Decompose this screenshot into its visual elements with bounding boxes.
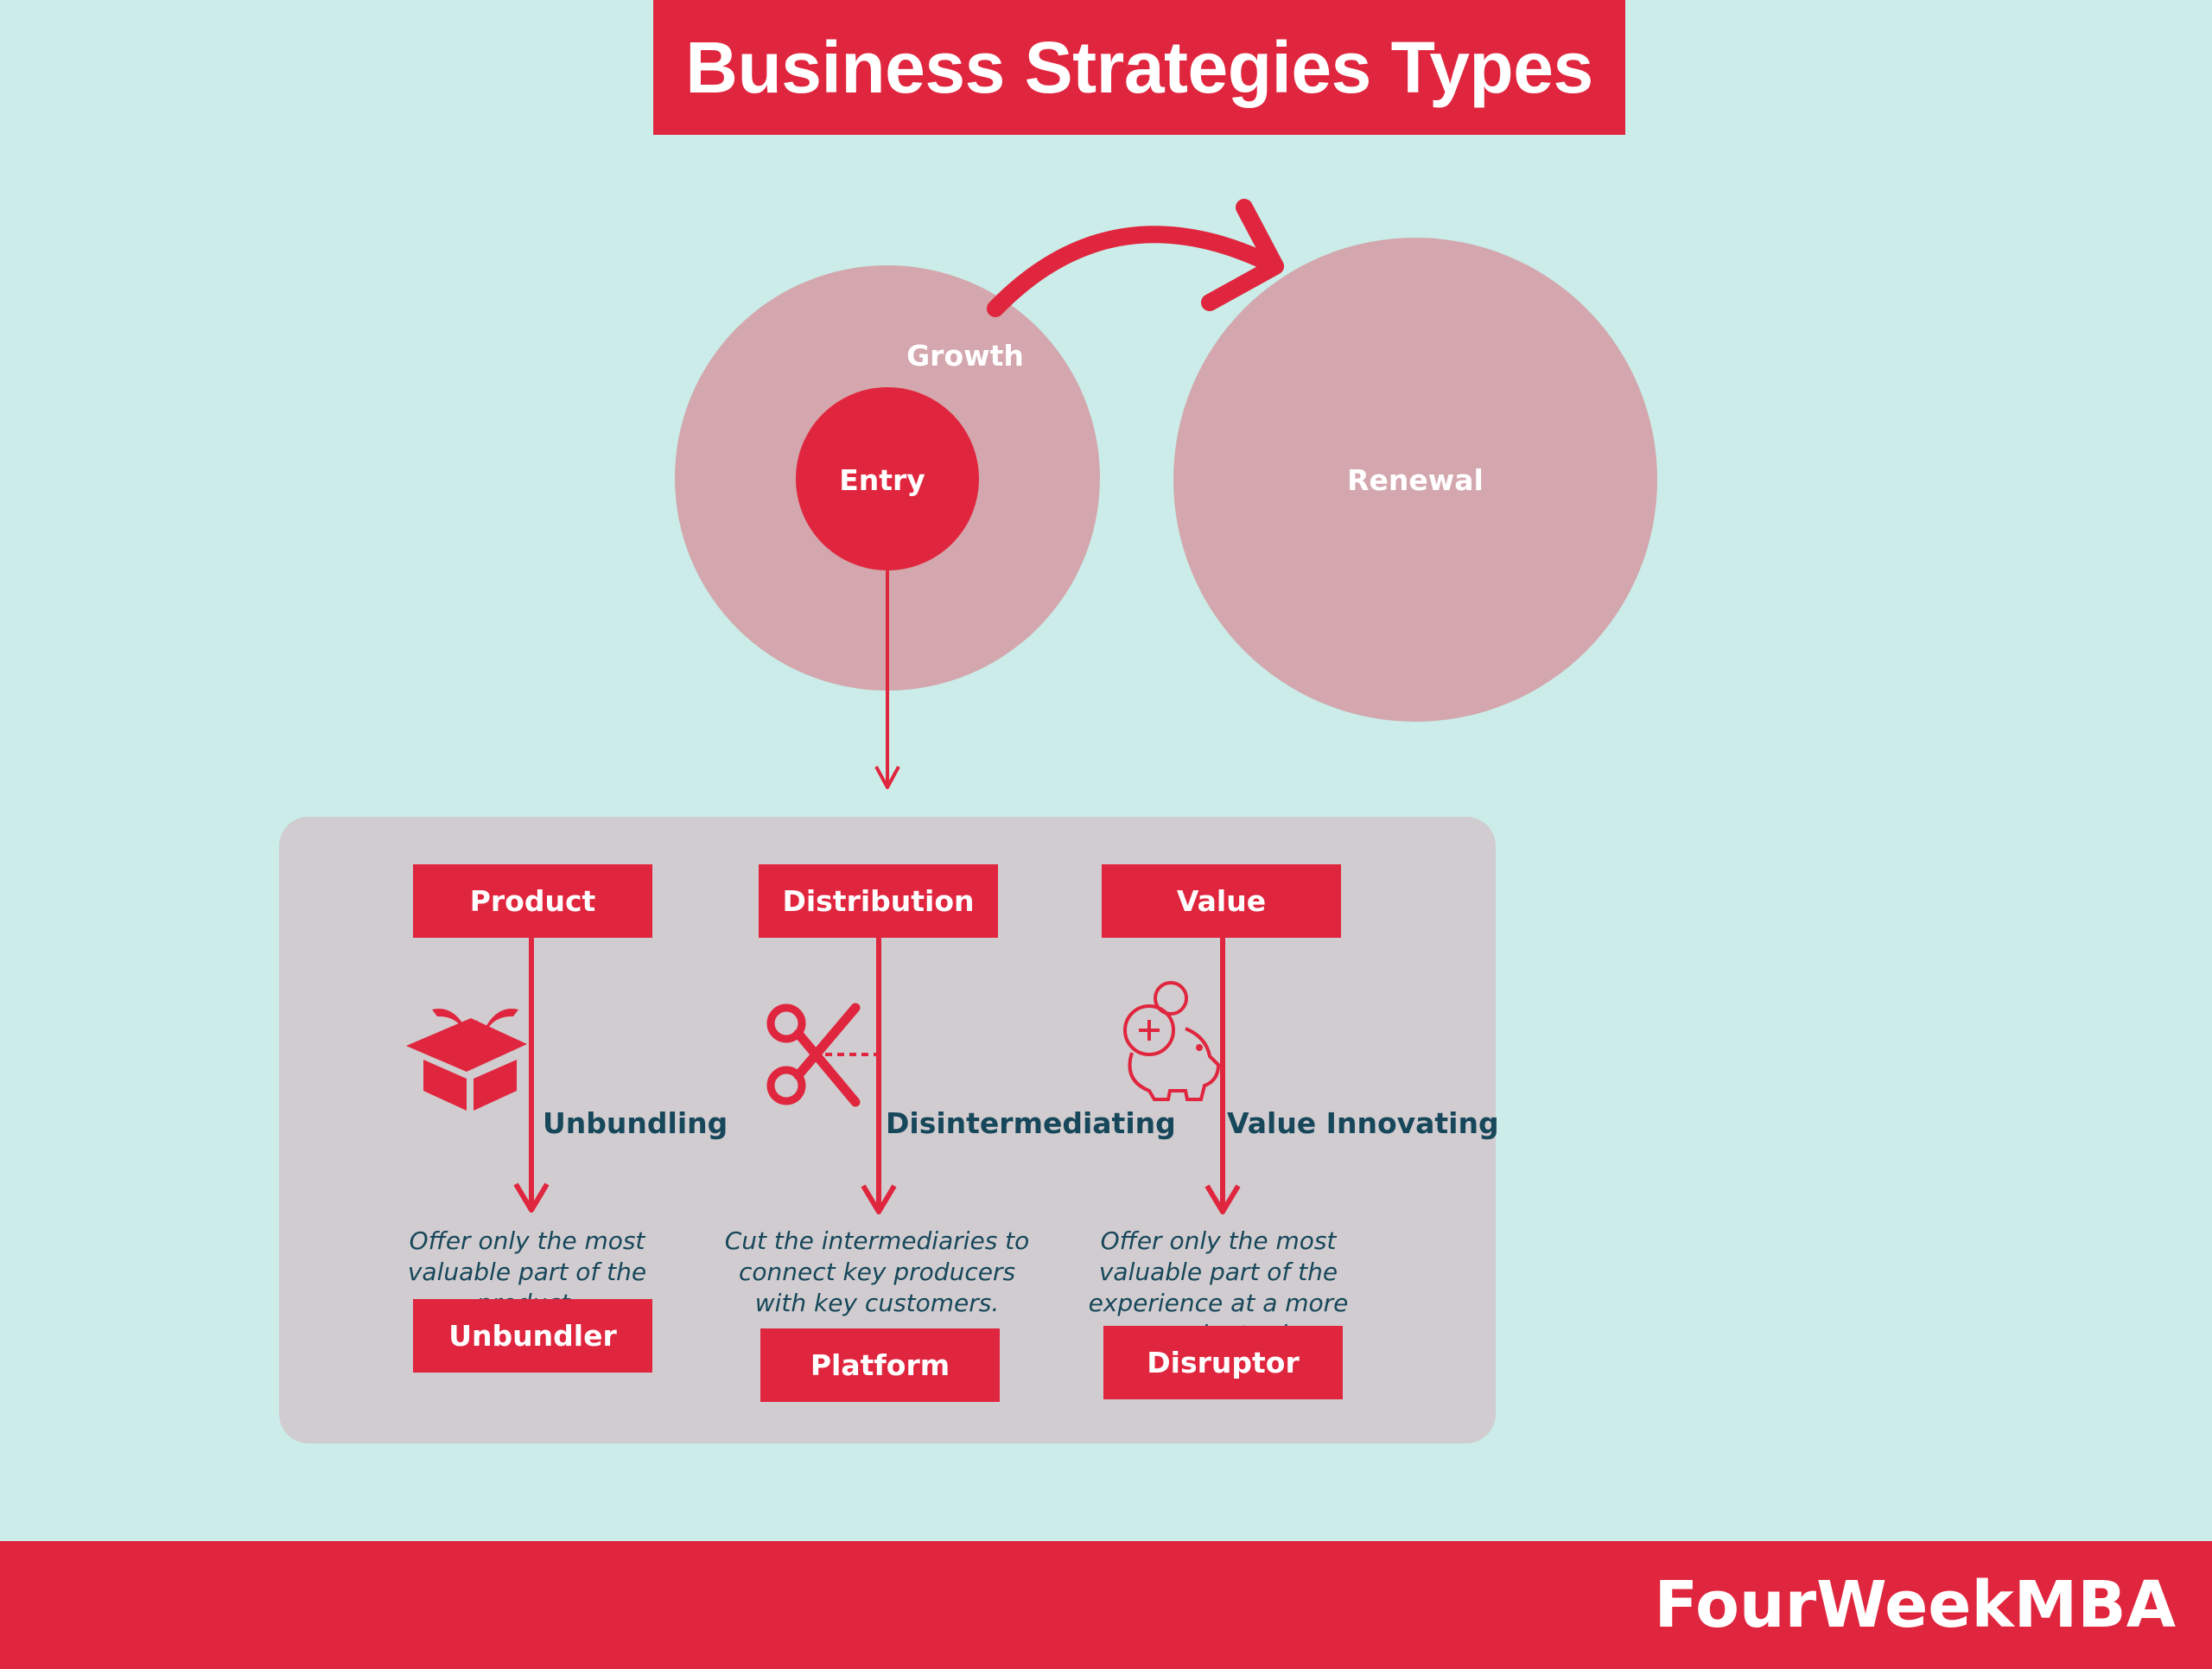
title-banner: Business Strategies Types (653, 0, 1625, 135)
outcome-platform-label: Platform (810, 1348, 950, 1382)
value-arrowhead (1205, 1184, 1241, 1214)
outcome-unbundler-label: Unbundler (448, 1319, 617, 1353)
entry-down-arrowhead (874, 766, 900, 789)
outcome-disruptor-box: Disruptor (1103, 1326, 1343, 1399)
brand-logo: FourWeekMBA (1654, 1568, 2176, 1642)
outcome-unbundler-box: Unbundler (413, 1299, 652, 1373)
category-product-box: Product (413, 864, 652, 938)
renewal-label: Renewal (1347, 463, 1484, 497)
category-value-label: Value (1176, 884, 1267, 918)
product-description: Offer only the most valuable part of the… (407, 1226, 647, 1317)
growth-label: Growth (906, 339, 1024, 373)
strategy-unbundling-label: Unbundling (543, 1106, 728, 1140)
distribution-arrowhead (861, 1184, 897, 1214)
category-value-box: Value (1102, 864, 1341, 938)
outcome-platform-box: Platform (760, 1328, 1000, 1402)
scissors-icon (766, 1003, 879, 1107)
product-arrowhead (513, 1182, 550, 1213)
distribution-description: Cut the intermediaries to connect key pr… (724, 1226, 1030, 1317)
outcome-disruptor-label: Disruptor (1147, 1346, 1300, 1379)
category-distribution-box: Distribution (759, 864, 998, 938)
renewal-circle (1173, 238, 1657, 722)
strategy-disintermediating-label: Disintermediating (886, 1106, 1176, 1140)
growth-to-renewal-arrow (987, 226, 1284, 317)
entry-label: Entry (839, 463, 925, 497)
footer-bar: FourWeekMBA (0, 1541, 2212, 1669)
growth-to-renewal-arrowhead (1201, 199, 1284, 311)
piggy-bank-icon (1123, 981, 1221, 1101)
strategy-value-innovating-label: Value Innovating (1227, 1106, 1499, 1140)
category-product-label: Product (469, 884, 596, 918)
box-unbundle-icon (406, 1009, 527, 1111)
entry-circle (796, 387, 979, 570)
page-title: Business Strategies Types (685, 26, 1593, 108)
category-distribution-label: Distribution (782, 884, 975, 918)
